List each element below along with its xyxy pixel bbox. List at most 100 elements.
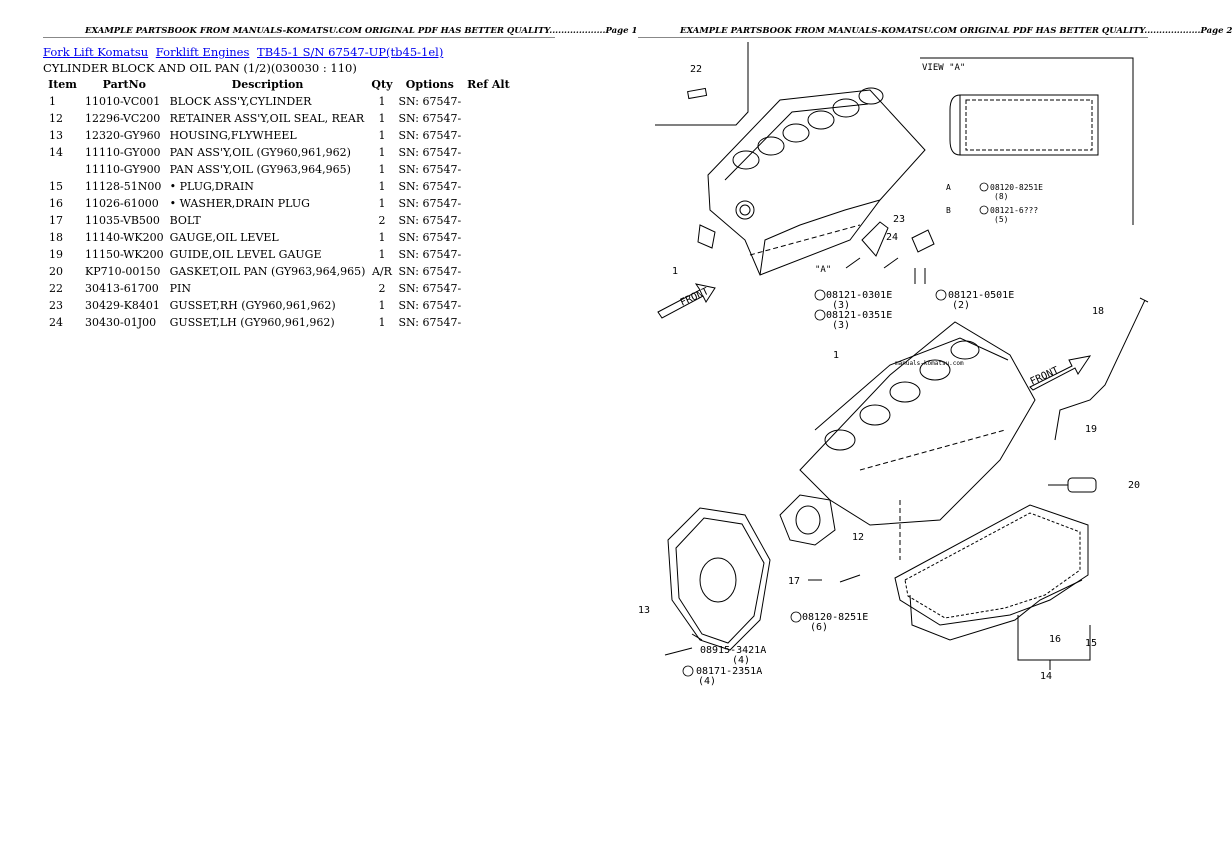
cell-qty: A/R [371,265,392,278]
front-label-upper: FRONT [679,286,711,309]
legend-b-qty: (5) [994,215,1008,224]
cell-options: SN: 67547- [398,146,462,159]
cell-item: 17 [49,214,63,227]
callout-13: 13 [638,605,650,616]
cell-options: SN: 67547- [398,265,462,278]
bolt-qty-08121-0301e: (3) [832,300,850,311]
view-a-arrow-label: "A" [815,265,831,275]
cell-options: SN: 67547- [398,282,462,295]
cell-description: GUIDE,OIL LEVEL GAUGE [169,248,322,261]
cell-ref-alt [464,297,513,314]
bolt-qty-08915-3421a: (4) [732,655,750,666]
cell-partno: 11026-61000 [85,197,159,210]
bolt-label-08120-8251e: 08120-8251E [802,612,868,623]
breadcrumb-link-model[interactable]: TB45-1 S/N 67547-UP(tb45-1el) [257,45,444,59]
column-header-qty: Qty [371,78,393,91]
bolt-qty-08121-0351e: (3) [832,320,850,331]
page-header: EXAMPLE PARTSBOOK FROM MANUALS-KOMATSU.C… [85,26,638,36]
cell-item [43,161,82,178]
cell-qty: 2 [378,282,386,295]
view-a-label: VIEW "A" [922,63,965,73]
legend-b-code: 08121-6??? [990,206,1038,215]
callout-14: 14 [1040,671,1052,682]
page-title: CYLINDER BLOCK AND OIL PAN (1/2)(030030 … [43,61,357,75]
table-header-row: Item PartNo Description Qty Options Ref … [43,76,513,93]
callout-17: 17 [788,576,800,587]
cell-partno: 11150-WK200 [85,248,164,261]
breadcrumb-link-brand[interactable]: Fork Lift Komatsu [43,45,149,59]
callout-16: 16 [1049,634,1061,645]
breadcrumb: Fork Lift Komatsu Forklift Engines TB45-… [43,45,447,59]
cell-ref-alt [464,144,513,161]
bolt-label-08121-0501e: 08121-0501E [948,290,1014,301]
cell-item: 1 [49,95,56,108]
breadcrumb-link-category[interactable]: Forklift Engines [155,45,250,59]
cell-item: 23 [49,299,63,312]
bolt-label-08915-3421a: 08915-3421A [700,645,766,656]
cell-partno: 30413-61700 [85,282,159,295]
callout-24: 24 [886,232,898,243]
bolt-label-08171-2351a: 08171-2351A [696,666,762,677]
column-header-options: Options [405,78,454,91]
cell-item: 18 [49,231,63,244]
callout-18: 18 [1092,306,1104,317]
cell-item: 24 [49,316,63,329]
cell-ref-alt [464,178,513,195]
cell-ref-alt [464,93,513,110]
cell-qty: 1 [378,112,386,125]
column-header-item: Item [48,78,77,91]
cell-options: SN: 67547- [398,197,462,210]
cell-qty: 1 [378,197,386,210]
bolt-label-08121-0301e: 08121-0301E [826,290,892,301]
cell-description: GUSSET,LH (GY960,961,962) [169,316,335,329]
callout-22: 22 [690,64,702,75]
cell-partno: 12320-GY960 [85,129,161,142]
bolt-qty-08121-0501e: (2) [952,300,970,311]
cell-options: SN: 67547- [398,231,462,244]
cell-partno: 11140-WK200 [85,231,164,244]
cell-description: PIN [169,282,192,295]
bolt-label-08121-0351e: 08121-0351E [826,310,892,321]
cell-description: GAUGE,OIL LEVEL [169,231,279,244]
page-1: EXAMPLE PARTSBOOK FROM MANUALS-KOMATSU.C… [0,0,637,842]
cell-item: 14 [49,146,63,159]
cell-partno: 11010-VC001 [85,95,161,108]
watermark: manuals-komatsu.com [895,360,964,367]
parts-table: Item PartNo Description Qty Options Ref … [43,76,513,331]
cell-item: 20 [49,265,63,278]
cell-item: 12 [49,112,63,125]
cell-ref-alt [464,212,513,229]
cell-partno: 11128-51N00 [85,180,162,193]
cell-options: SN: 67547- [398,248,462,261]
header-divider [43,37,555,38]
callout-1-lower: 1 [833,350,839,361]
column-header-description: Description [231,78,304,91]
exploded-parts-diagram: 22 23 24 1 1 18 19 20 12 13 14 15 16 17 … [638,42,1149,687]
callout-15: 15 [1085,638,1097,649]
cell-item: 13 [49,129,63,142]
bolt-qty-08120-8251e: (6) [810,622,828,633]
cell-ref-alt [464,110,513,127]
cell-qty: 1 [378,299,386,312]
legend-b-key: B [946,206,951,215]
column-header-partno: PartNo [102,78,146,91]
cell-description: GASKET,OIL PAN (GY963,964,965) [169,265,366,278]
cell-item: 15 [49,180,63,193]
callout-19: 19 [1085,424,1097,435]
bolt-qty-08171-2351a: (4) [698,676,716,687]
cell-qty: 1 [378,129,386,142]
cell-qty: 1 [378,248,386,261]
cell-description: HOUSING,FLYWHEEL [169,129,297,142]
